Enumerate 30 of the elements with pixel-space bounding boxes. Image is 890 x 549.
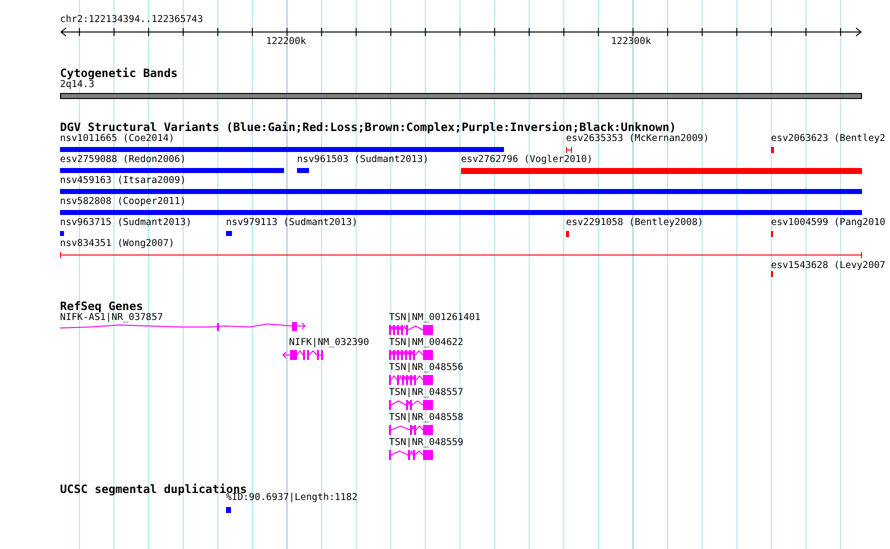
feature-label: TSN|NR_048557 (389, 387, 464, 399)
feature-label: esv2762796 (Vogler2010) (461, 154, 593, 166)
feature-label: TSN|NR_048558 (389, 412, 464, 424)
feature-label: esv2063623 (Bentley2 (771, 133, 886, 145)
feature-label: 2q14.3 (60, 79, 94, 91)
feature-label: nsv582808 (Cooper2011) (60, 196, 186, 208)
feature-label: nsv834351 (Wong2007) (60, 238, 174, 250)
feature-label: NIFK-AS1|NR_037857 (60, 312, 163, 324)
feature-label: esv1543628 (Levy2007 (771, 260, 886, 272)
feature-label: TSN|NR_048559 (389, 437, 464, 449)
feature-label: TSN|NM_001261401 (389, 312, 481, 324)
track-heading: RefSeq Genes (60, 300, 144, 312)
scale-tick-label: 122300k (611, 36, 652, 48)
feature-label: nsv979113 (Sudmant2013) (226, 217, 358, 229)
feature-label: esv1004599 (Pang2010 (771, 217, 886, 229)
feature-label: NIFK|NM_032390 (289, 337, 370, 349)
feature-label: nsv961503 (Sudmant2013) (297, 154, 429, 166)
track-heading: UCSC segmental duplications (60, 483, 247, 495)
feature-label: nsv459163 (Itsara2009) (60, 175, 186, 187)
feature-label: nsv1011665 (Coe2014) (60, 133, 174, 145)
feature-label: esv2291058 (Bentley2008) (566, 217, 704, 229)
scale-tick-label: 122200k (266, 36, 306, 48)
feature-label: TSN|NR_048556 (389, 362, 464, 374)
feature-label: esv2635353 (McKernan2009) (566, 133, 709, 145)
feature-label: TSN|NM_004622 (389, 337, 464, 349)
track-heading: Cytogenetic Bands (60, 67, 178, 79)
feature-label: esv2759088 (Redon2006) (60, 154, 186, 166)
feature-label: nsv963715 (Sudmant2013) (60, 217, 192, 229)
track-heading: DGV Structural Variants (Blue:Gain;Red:Loss;Brown:Complex;Purple:Inversion;Black:Unknown) (60, 121, 676, 133)
coordinate-range: chr2:122134394..122365743 (60, 14, 203, 26)
